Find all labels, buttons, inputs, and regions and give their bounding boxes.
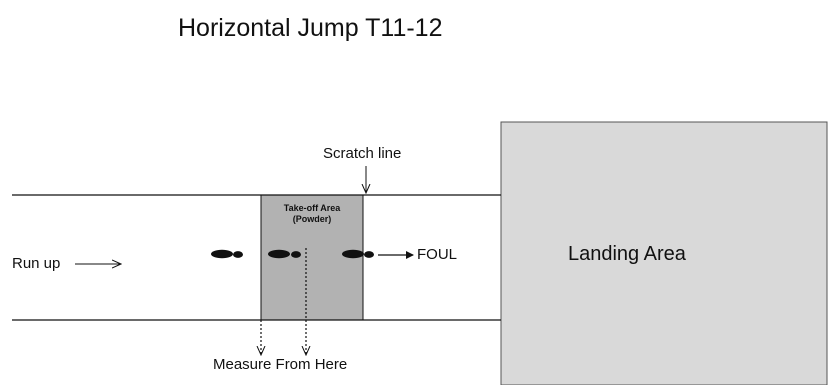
footprint-run-up [211, 249, 243, 259]
landing-area-box [500, 121, 828, 385]
foul-label: FOUL [417, 246, 458, 263]
scratch-line-label: Scratch line [323, 145, 402, 162]
takeoff-area-label: Take-off Area (Powder) [261, 203, 363, 225]
footprint-takeoff [268, 249, 301, 259]
measure-from-here-label: Measure From Here [213, 356, 348, 373]
takeoff-area-title: Take-off Area [283, 203, 341, 213]
run-up-label: Run up [12, 255, 61, 272]
footprint-foul [342, 249, 374, 259]
diagram-title: Horizontal Jump T11-12 [178, 14, 443, 42]
landing-area-label: Landing Area [568, 243, 686, 265]
takeoff-area-subtitle: (Powder) [292, 214, 332, 224]
